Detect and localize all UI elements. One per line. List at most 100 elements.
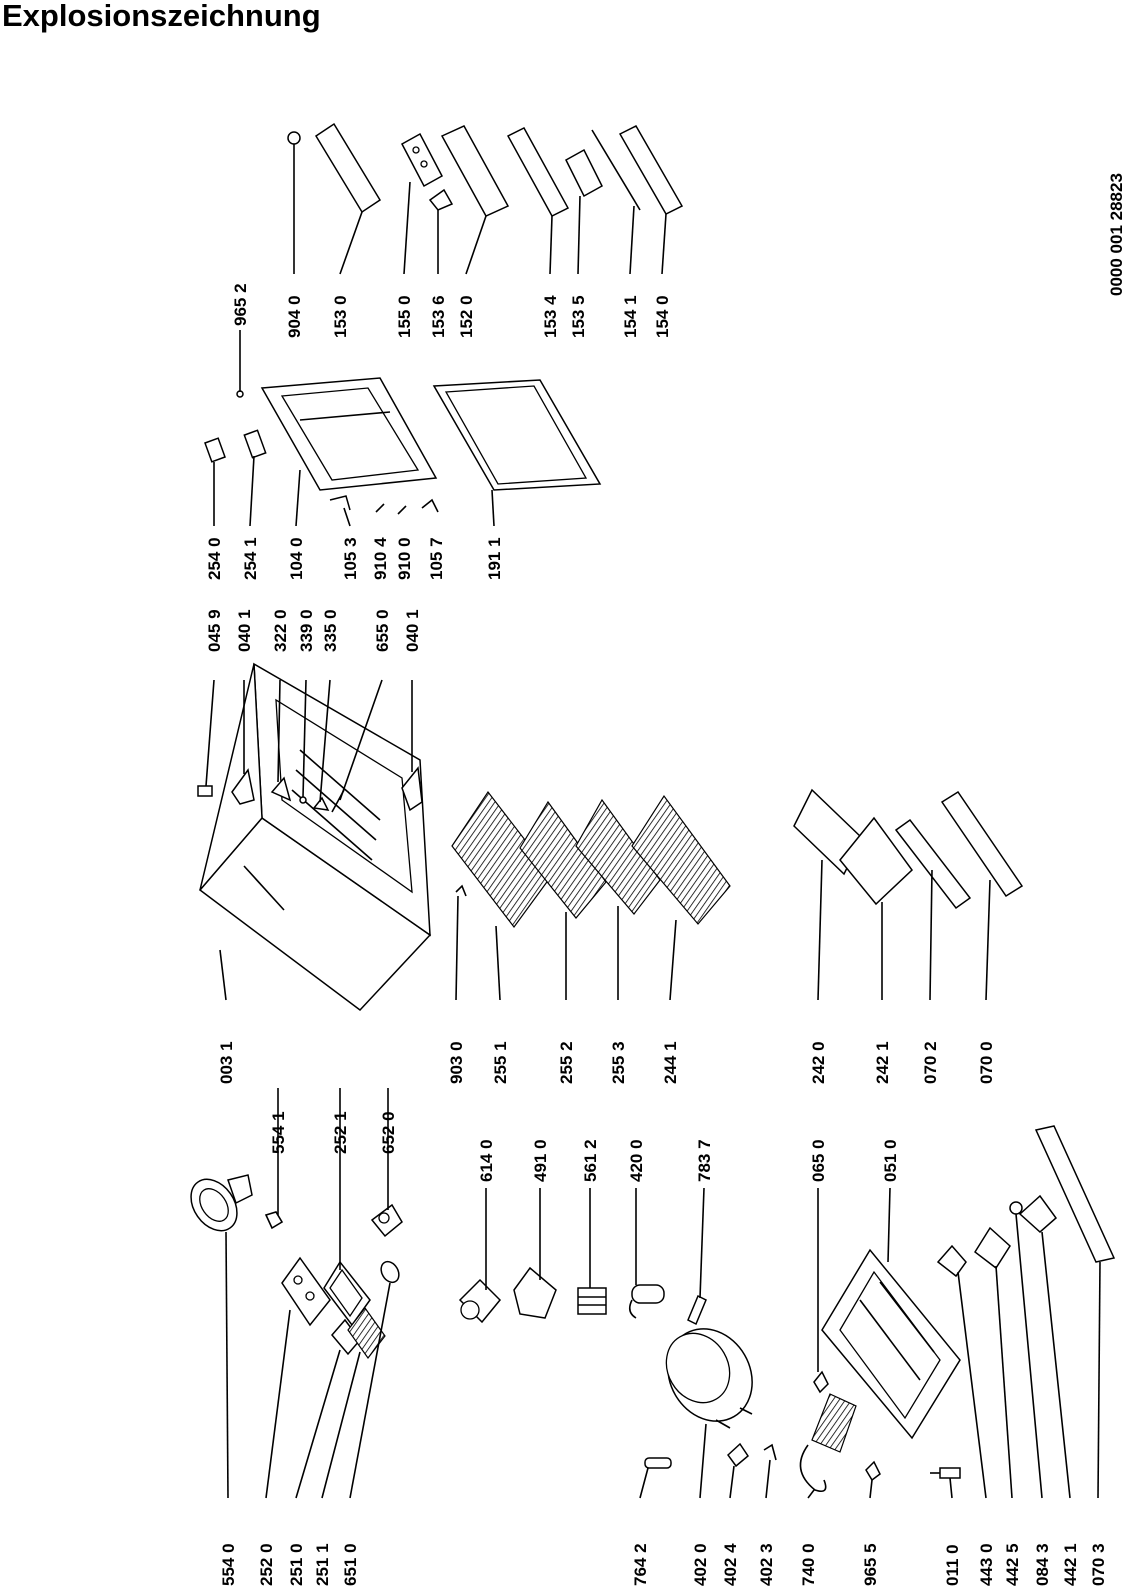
label-070-0: 070 0 [977,1041,996,1084]
label-105-7: 105 7 [427,537,446,580]
label-965-5: 965 5 [861,1543,880,1586]
label-104-0: 104 0 [287,537,306,580]
label-652-0: 652 0 [379,1111,398,1154]
label-155-0: 155 0 [395,295,414,338]
label-040-1-top: 040 1 [235,609,254,652]
label-442-5: 442 5 [1003,1543,1022,1586]
label-154-0: 154 0 [653,295,672,338]
part-labels: 554 0 252 0 251 0 251 1 651 0 764 2 402 … [205,173,1126,1586]
label-045-9: 045 9 [205,609,224,652]
part-105-7 [421,498,439,513]
label-651-0: 651 0 [341,1543,360,1586]
part-003-1 [198,662,432,1012]
label-561-2: 561 2 [581,1139,600,1182]
label-910-4: 910 4 [371,537,390,580]
label-322-0: 322 0 [271,609,290,652]
part-084-3 [1009,1201,1023,1215]
label-254-0: 254 0 [205,537,224,580]
label-153-4: 153 4 [541,295,560,338]
part-040-1-top [231,768,255,805]
label-153-0: 153 0 [331,295,350,338]
label-443-0: 443 0 [977,1543,996,1586]
label-252-0: 252 0 [257,1543,276,1586]
part-652-0 [370,1203,403,1238]
label-244-1: 244 1 [661,1041,680,1084]
label-783-7: 783 7 [695,1139,714,1182]
part-420-0 [628,1284,665,1319]
part-152-0 [440,125,510,217]
part-051-0 [821,1248,961,1440]
part-764-2 [644,1457,672,1469]
label-011-0: 011 0 [943,1544,962,1586]
part-491-0 [513,1266,557,1319]
part-910-0 [397,505,407,515]
part-910-4 [375,503,385,513]
part-965-5 [865,1460,881,1482]
label-251-1: 251 1 [313,1543,332,1586]
label-084-3: 084 3 [1033,1543,1052,1586]
part-651-0 [380,1260,400,1284]
document-code: 0000 001 28823 [1107,173,1126,296]
label-740-0: 740 0 [799,1543,818,1586]
part-402-4 [726,1442,749,1468]
label-903-0: 903 0 [447,1041,466,1084]
part-242-1 [839,816,913,906]
part-783-7 [687,1294,707,1326]
part-322-0 [270,776,292,802]
part-045-9 [197,785,213,797]
label-153-6: 153 6 [429,295,448,338]
part-740-0-tube [799,1444,827,1493]
label-152-0: 152 0 [457,295,476,338]
label-402-3: 402 3 [757,1543,776,1586]
part-154-1 [591,129,641,211]
part-614-0 [458,1278,502,1324]
part-155-0 [400,132,444,188]
part-254-1 [243,429,267,459]
label-339-0: 339 0 [297,609,316,652]
label-154-1: 154 1 [621,295,640,338]
part-442-5 [974,1226,1011,1270]
part-254-0 [204,437,226,463]
label-614-0: 614 0 [477,1139,496,1182]
label-242-1: 242 1 [873,1041,892,1084]
label-105-3: 105 3 [341,537,360,580]
part-153-0 [314,122,382,214]
part-070-0 [940,790,1024,898]
label-252-1: 252 1 [331,1111,350,1154]
part-554-1 [264,1211,284,1230]
label-242-0: 242 0 [809,1041,828,1084]
label-065-0: 065 0 [809,1139,828,1182]
label-904-0: 904 0 [285,295,304,338]
label-254-1: 254 1 [241,537,260,580]
label-070-3: 070 3 [1089,1543,1108,1586]
label-442-1: 442 1 [1061,1543,1080,1586]
label-255-3: 255 3 [609,1041,628,1084]
label-910-0: 910 0 [395,537,414,580]
part-040-1-bottom [401,766,423,812]
label-051-0: 051 0 [881,1139,900,1182]
label-153-5: 153 5 [569,295,588,338]
label-335-0: 335 0 [321,609,340,652]
label-070-2: 070 2 [921,1041,940,1084]
label-554-0: 554 0 [219,1543,238,1586]
label-655-0: 655 0 [373,609,392,652]
label-491-0: 491 0 [531,1139,550,1182]
part-339-0 [299,796,307,804]
part-153-6 [428,188,454,211]
part-554-0 [190,1174,253,1232]
part-402-0 [665,1328,753,1429]
label-040-1-bottom: 040 1 [403,609,422,652]
part-402-3 [763,1443,777,1461]
part-561-2 [577,1287,607,1315]
label-420-0: 420 0 [627,1139,646,1182]
part-442-1 [1018,1194,1058,1234]
part-153-4 [506,127,570,217]
label-251-0: 251 0 [287,1543,306,1586]
part-154-0 [618,125,684,215]
page-title: Explosionszeichnung [2,0,321,33]
leader-lines [205,144,1101,1499]
label-965-2: 965 2 [231,283,250,326]
label-554-1: 554 1 [269,1111,288,1154]
label-003-1: 003 1 [217,1041,236,1084]
